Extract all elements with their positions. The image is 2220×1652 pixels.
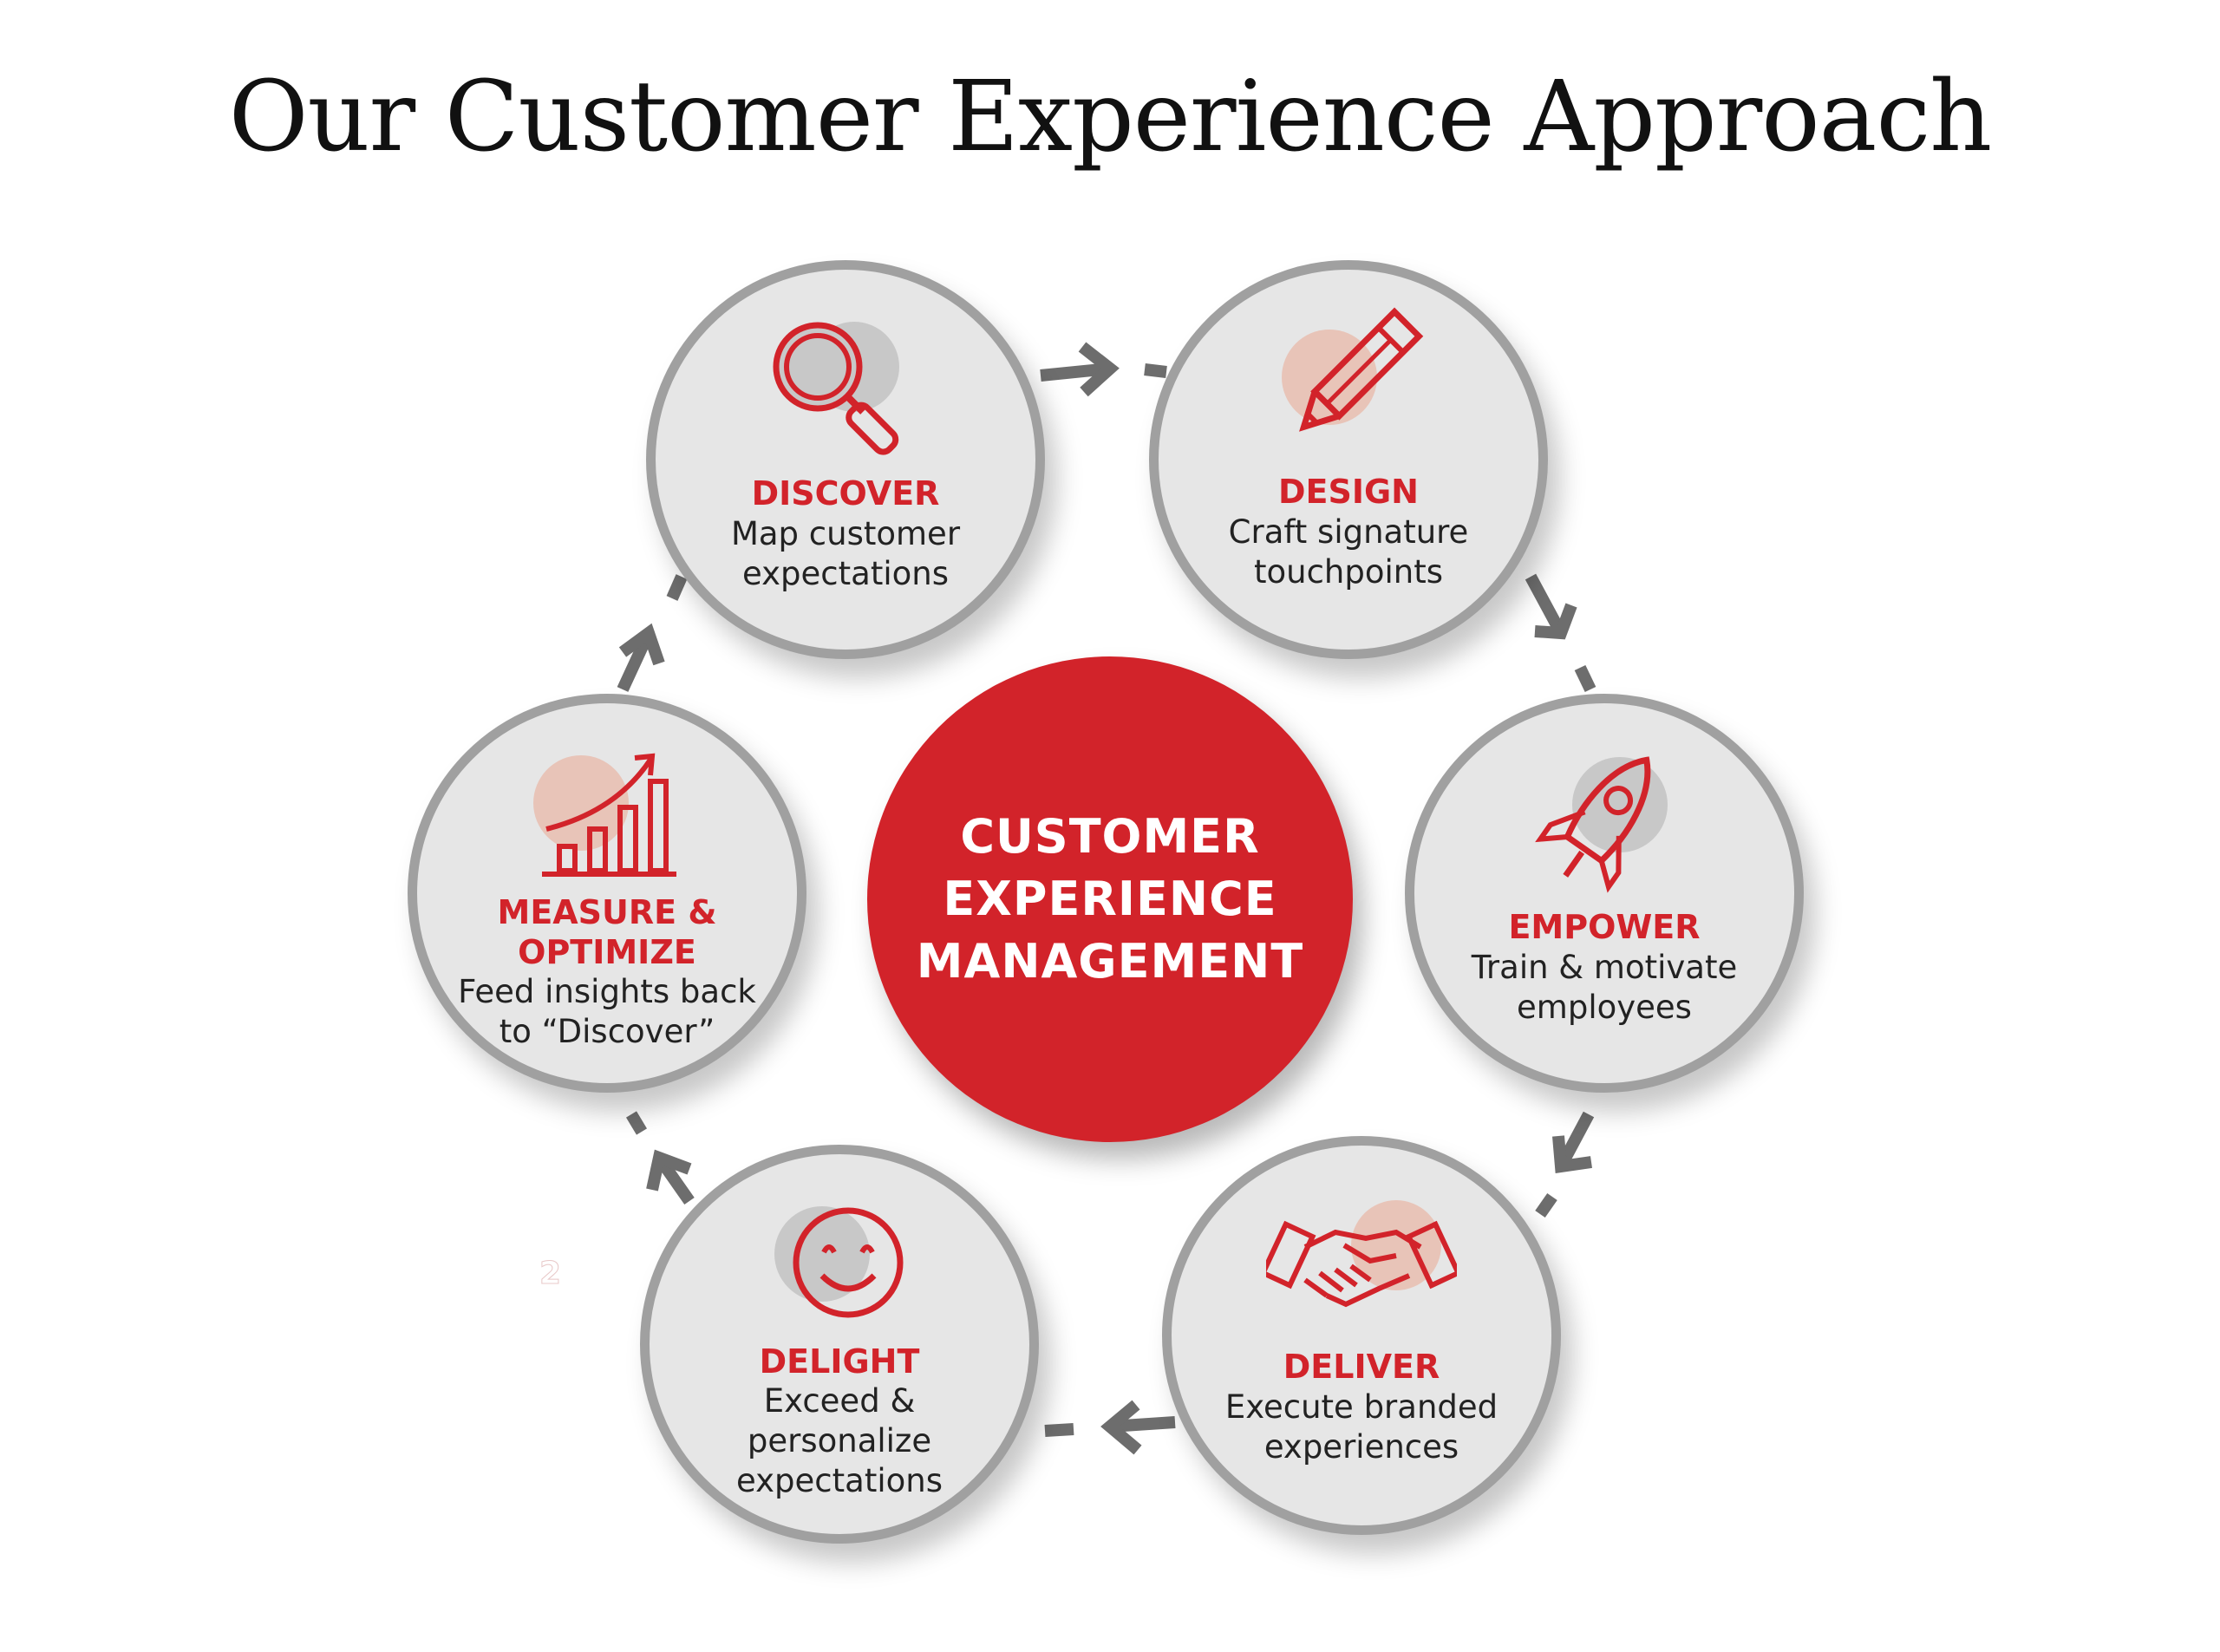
desc-line: personalize bbox=[747, 1422, 932, 1459]
desc-line: Exceed & bbox=[763, 1382, 916, 1420]
desc-line: touchpoints bbox=[1253, 553, 1444, 591]
center-line: EXPERIENCE bbox=[943, 872, 1277, 926]
center-line: CUSTOMER bbox=[960, 809, 1260, 864]
desc-line: expectations bbox=[736, 1462, 943, 1499]
desc-line: Train & motivate bbox=[1471, 949, 1738, 986]
stage-description: Craft signature touchpoints bbox=[1176, 513, 1521, 592]
magnifier-icon bbox=[759, 313, 932, 460]
arrow-measure-to-discover bbox=[617, 574, 688, 692]
stage-label: EMPOWER bbox=[1508, 908, 1701, 946]
desc-line: Execute branded bbox=[1224, 1388, 1498, 1426]
growth-chart-icon bbox=[520, 742, 694, 890]
stage-design: DESIGN Craft signature touchpoints bbox=[1149, 260, 1548, 659]
arrow-empower-to-deliver bbox=[1535, 1111, 1595, 1218]
desc-line: employees bbox=[1517, 989, 1692, 1026]
desc-line: Craft signature bbox=[1228, 513, 1469, 551]
stage-discover: DISCOVER Map customer expectations bbox=[646, 260, 1045, 659]
desc-line: Map customer bbox=[730, 515, 961, 552]
stage-description: Map customer expectations bbox=[673, 514, 1018, 594]
center-line: MANAGEMENT bbox=[916, 934, 1304, 989]
stage-measure-optimize: MEASURE & OPTIMIZE Feed insights back to… bbox=[408, 694, 806, 1093]
stage-description: Exceed & personalize expectations bbox=[667, 1381, 1012, 1501]
handshake-icon bbox=[1266, 1193, 1457, 1332]
rocket-icon bbox=[1518, 742, 1691, 898]
pencil-icon bbox=[1262, 306, 1435, 454]
arrow-design-to-empower bbox=[1525, 573, 1596, 693]
page-title: Our Customer Experience Approach bbox=[228, 61, 1993, 173]
stage-label: MEASURE & OPTIMIZE bbox=[417, 892, 797, 972]
arrow-deliver-to-delight bbox=[1044, 1400, 1176, 1455]
stage-label: DESIGN bbox=[1277, 473, 1419, 511]
stage-delight: DELIGHT Exceed & personalize expectation… bbox=[640, 1145, 1039, 1544]
center-hub: CUSTOMER EXPERIENCE MANAGEMENT bbox=[867, 656, 1353, 1142]
stage-empower: EMPOWER Train & motivate employees bbox=[1405, 694, 1804, 1093]
stray-mark: 2 bbox=[539, 1256, 562, 1292]
stage-description: Train & motivate employees bbox=[1432, 948, 1777, 1028]
desc-line: to “Discover” bbox=[499, 1013, 715, 1050]
arrow-delight-to-measure bbox=[625, 1111, 695, 1205]
desc-line: experiences bbox=[1263, 1428, 1459, 1466]
desc-line: expectations bbox=[742, 555, 949, 592]
smiley-icon bbox=[761, 1193, 917, 1332]
desc-line: Feed insights back bbox=[458, 973, 756, 1010]
stage-label: DELIVER bbox=[1283, 1348, 1440, 1386]
stage-label: DELIGHT bbox=[759, 1342, 920, 1381]
stage-deliver: DELIVER Execute branded experiences bbox=[1162, 1136, 1561, 1535]
label-line: MEASURE & bbox=[497, 893, 717, 931]
label-line: OPTIMIZE bbox=[518, 933, 696, 971]
stage-label: DISCOVER bbox=[751, 474, 940, 513]
arrow-discover-to-design bbox=[1040, 342, 1167, 397]
center-label: CUSTOMER EXPERIENCE MANAGEMENT bbox=[917, 806, 1303, 993]
stage-description: Execute branded experiences bbox=[1189, 1388, 1534, 1467]
stage-description: Feed insights back to “Discover” bbox=[434, 972, 780, 1052]
